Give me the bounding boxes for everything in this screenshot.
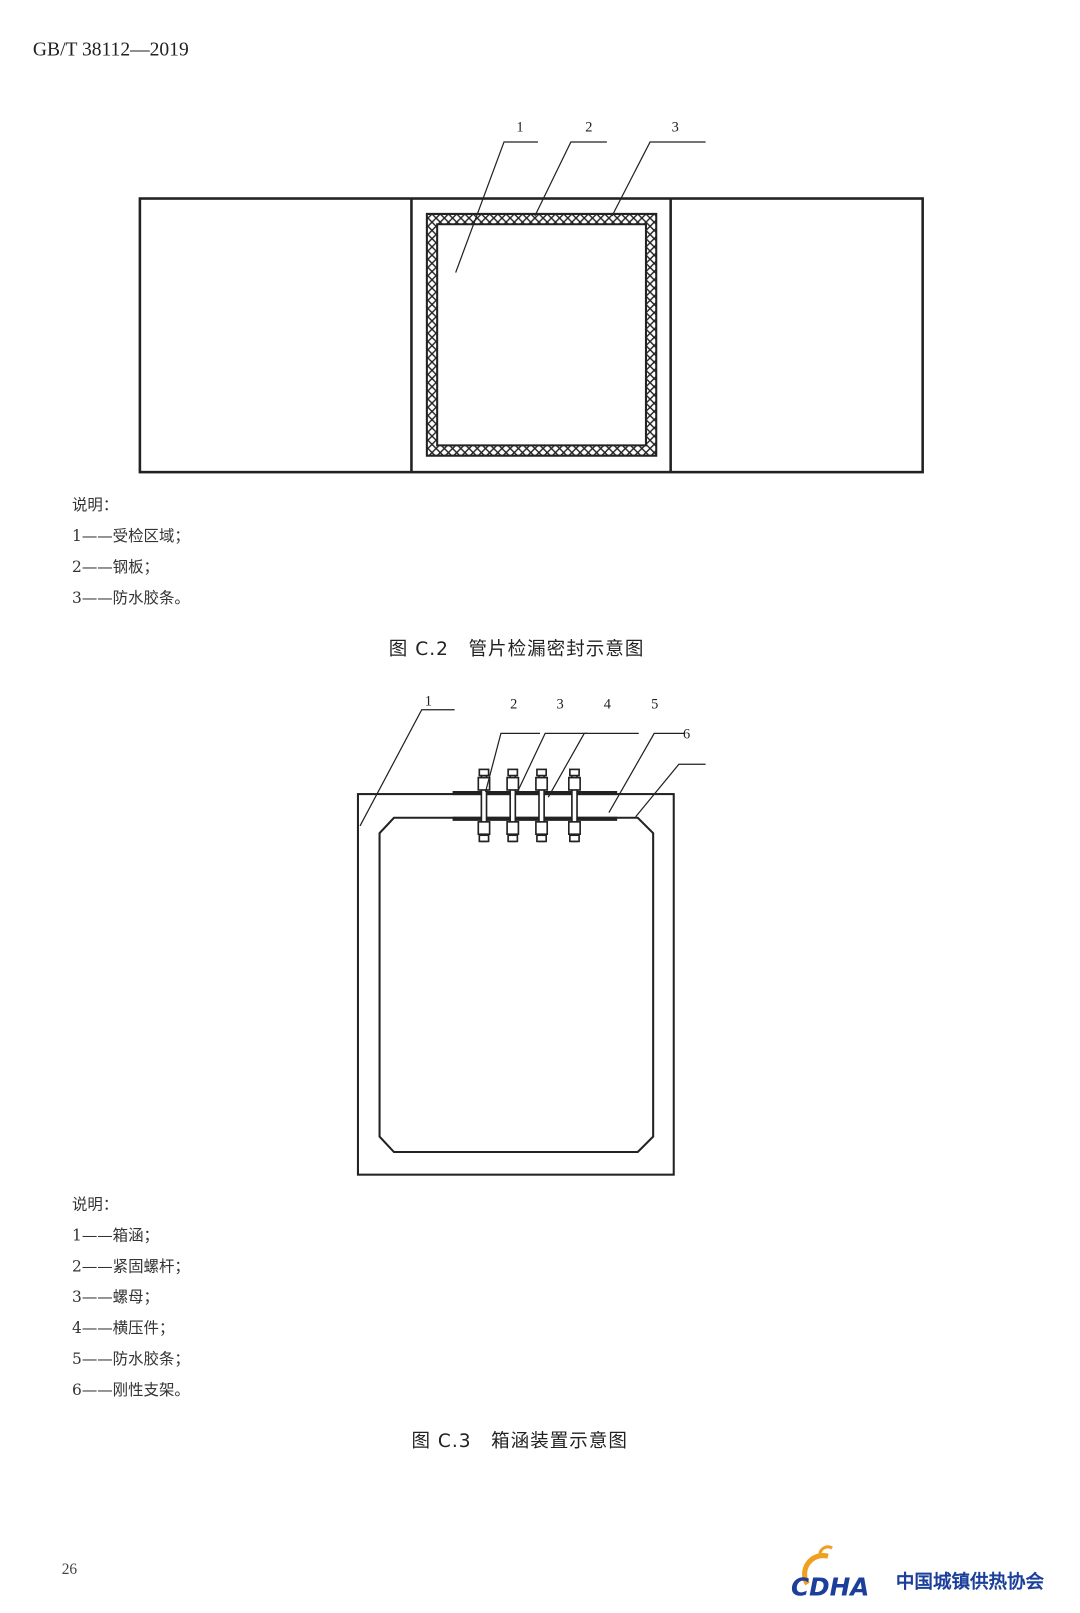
cdha-emblem-icon: CDHA: [791, 1545, 869, 1599]
callout-3: 3: [672, 120, 679, 136]
figure-c3-diagram: 1 2 3 4 5 6: [356, 694, 706, 1176]
cdha-logo: CDHA 中国城镇供热协会: [787, 1538, 1065, 1599]
legend-item: 3——防水胶条。: [72, 588, 190, 607]
callout-1: 1: [516, 120, 523, 136]
callout-3: 3: [556, 697, 563, 713]
figure-c2-diagram: 1 2 3: [138, 120, 924, 474]
legend-item: 5——防水胶条；: [72, 1349, 190, 1369]
figure-c3-caption: 图 C.3 箱涵装置示意图: [411, 1430, 628, 1453]
callout-4: 4: [604, 697, 611, 713]
legend-item: 4——横压件；: [72, 1318, 175, 1338]
callout-1: 1: [425, 694, 432, 710]
callout-5: 5: [651, 697, 658, 713]
callout-6: 6: [683, 727, 690, 743]
legend-item: 3——螺母；: [72, 1287, 159, 1307]
legend-item: 2——钢板；: [72, 557, 159, 577]
legend-item: 1——受检区域；: [72, 526, 190, 546]
logo-text: 中国城镇供热协会: [895, 1571, 1045, 1594]
legend-title: 说明：: [72, 495, 119, 515]
callout-2: 2: [510, 697, 517, 713]
legend-item: 1——箱涵；: [72, 1226, 159, 1245]
svg-text:CDHA: CDHA: [791, 1572, 869, 1599]
standard-code: GB/T 38112—2019: [32, 39, 189, 61]
legend-item: 6——刚性支架。: [72, 1380, 190, 1399]
legend-item: 2——紧固螺杆；: [72, 1256, 190, 1276]
figure-c2-caption: 图 C.2 管片检漏密封示意图: [388, 638, 645, 661]
callout-2: 2: [585, 120, 592, 136]
legend-title: 说明：: [72, 1195, 119, 1214]
page-number: 26: [61, 1561, 78, 1578]
